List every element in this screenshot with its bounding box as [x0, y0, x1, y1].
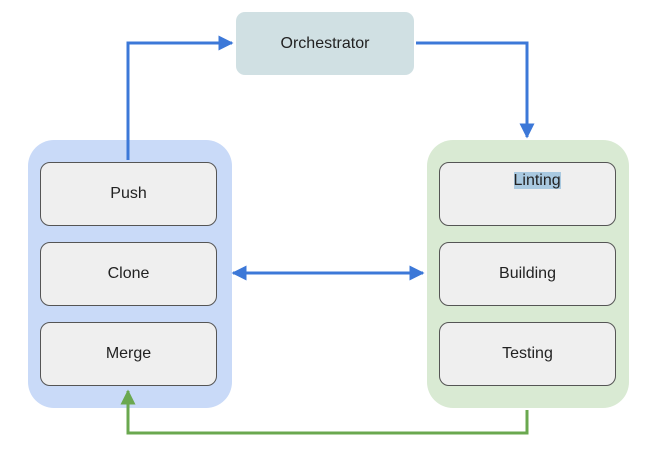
orchestrator-node[interactable]: Orchestrator [236, 12, 414, 75]
push-node[interactable]: Push [40, 162, 217, 226]
testing-node[interactable]: Testing [439, 322, 616, 386]
merge-label: Merge [105, 345, 152, 362]
push-label: Push [110, 185, 147, 202]
orchestrator-label: Orchestrator [280, 34, 370, 52]
linting-label: Linting [513, 172, 561, 189]
building-node[interactable]: Building [439, 242, 616, 306]
testing-label: Testing [502, 345, 553, 362]
building-label: Building [499, 265, 556, 282]
clone-node[interactable]: Clone [40, 242, 217, 306]
orchestrator-to-linting-arrow [416, 41, 535, 139]
clone-label: Clone [107, 265, 150, 282]
linting-node[interactable]: Linting [439, 162, 616, 226]
merge-node[interactable]: Merge [40, 322, 217, 386]
